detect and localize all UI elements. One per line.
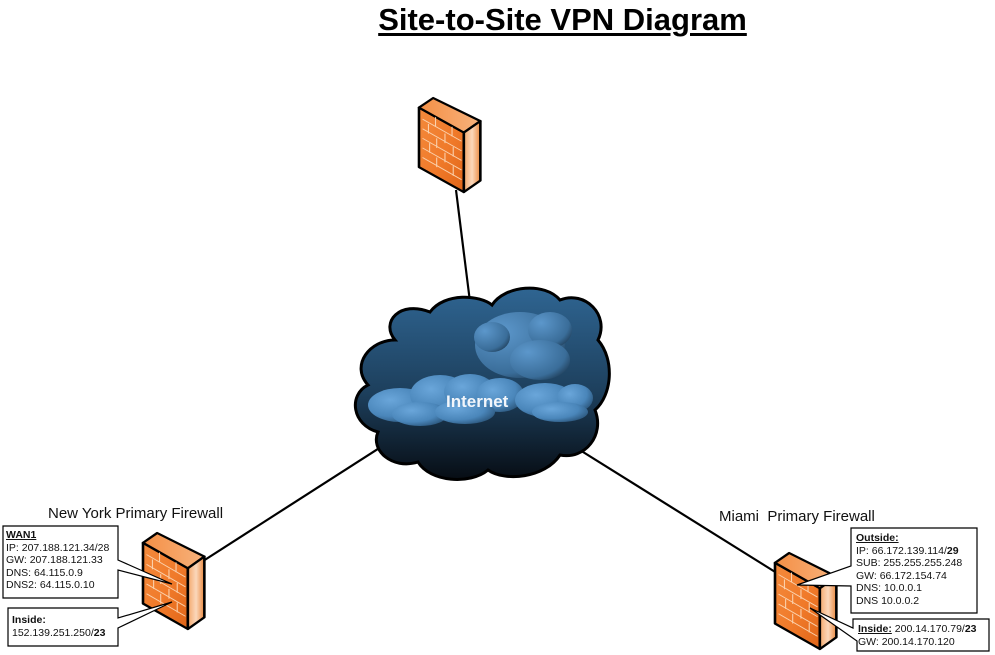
miami-outside-dns1: DNS: 10.0.0.1 bbox=[856, 582, 922, 595]
miami-outside-gw: GW: 66.172.154.74 bbox=[856, 569, 947, 582]
ny-inside-header: Inside: bbox=[12, 614, 46, 626]
top-firewall-icon bbox=[417, 96, 482, 194]
miami-inside-gw: GW: 200.14.170.120 bbox=[858, 635, 955, 648]
miami-outside-ip: IP: 66.172.139.114/ bbox=[856, 544, 947, 557]
ny-wan-dns: DNS: 64.115.0.9 bbox=[6, 566, 83, 579]
ny-wan-gw: GW: 207.188.121.33 bbox=[6, 554, 103, 567]
ny-inside-mask: 23 bbox=[93, 626, 106, 639]
miami-outside-callout: Outside: IP: 66.172.139.114/29 SUB: 255.… bbox=[856, 532, 962, 608]
miami-outside-header: Outside: bbox=[856, 532, 899, 544]
miami-firewall-label: Miami Primary Firewall bbox=[719, 508, 875, 525]
miami-firewall-icon bbox=[773, 551, 838, 651]
ny-inside-ip: 152.139.251.250/ bbox=[12, 626, 94, 639]
miami-outside-dns2: DNS 10.0.0.2 bbox=[856, 594, 920, 607]
miami-inside-callout-box bbox=[809, 607, 990, 652]
miami-inside-header: Inside: bbox=[858, 623, 892, 635]
link-miami bbox=[566, 441, 781, 576]
link-new-york bbox=[199, 444, 385, 564]
ny-wan-callout: WAN1 IP: 207.188.121.34/28 GW: 207.188.1… bbox=[6, 529, 109, 592]
miami-inside-ip: 200.14.170.79/ bbox=[891, 623, 965, 635]
ny-inside-callout-box bbox=[7, 601, 173, 647]
miami-inside-mask: 23 bbox=[964, 623, 977, 635]
miami-outside-callout-box bbox=[796, 527, 978, 614]
miami-outside-sub: SUB: 255.255.255.248 bbox=[856, 557, 963, 570]
page-title: Site-to-Site VPN Diagram bbox=[378, 2, 747, 37]
miami-outside-mask: 29 bbox=[946, 544, 959, 557]
ny-wan-ip: IP: 207.188.121.34/28 bbox=[6, 541, 110, 554]
cloud-icon bbox=[353, 286, 611, 481]
cloud-label: Internet bbox=[446, 392, 509, 411]
ny-wan-header: WAN1 bbox=[6, 529, 37, 541]
ny-wan-dns2: DNS2: 64.115.0.10 bbox=[6, 579, 95, 592]
new-york-firewall-label: New York Primary Firewall bbox=[48, 505, 224, 522]
ny-wan-callout-box bbox=[2, 525, 173, 599]
miami-inside-callout: Inside: 200.14.170.79/23 GW: 200.14.170.… bbox=[858, 623, 977, 648]
new-york-firewall-icon bbox=[141, 531, 206, 631]
ny-inside-callout: Inside: 152.139.251.250/23 bbox=[12, 614, 105, 639]
